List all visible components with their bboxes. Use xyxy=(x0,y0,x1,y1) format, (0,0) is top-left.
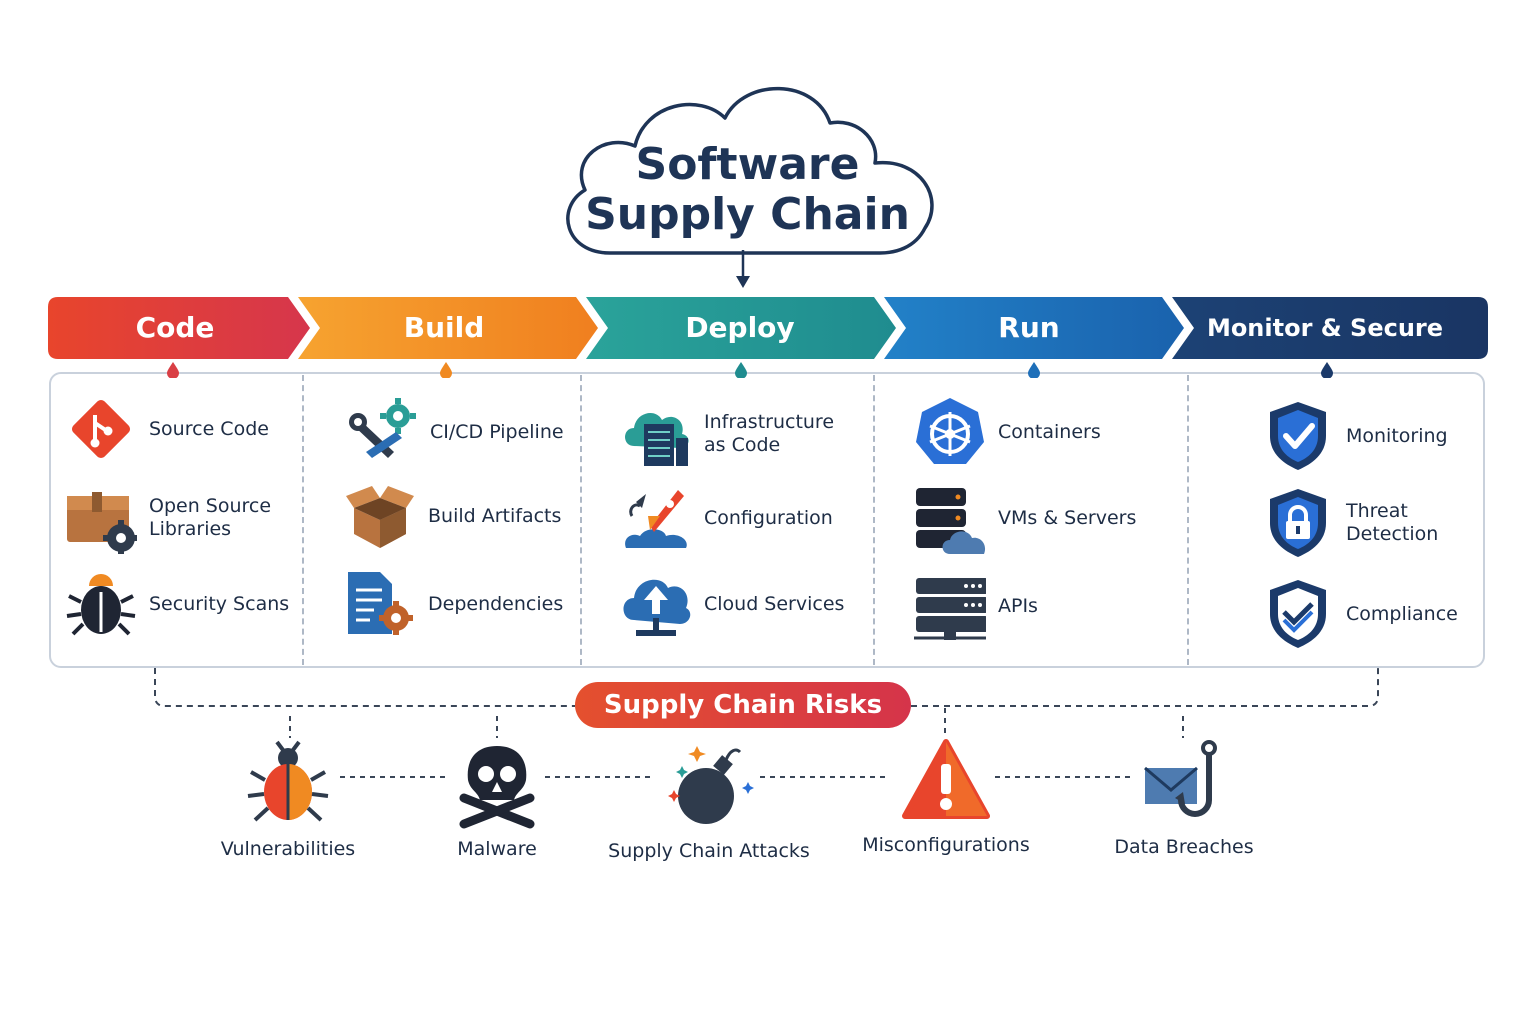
warning-triangle-icon xyxy=(902,739,990,819)
item-source-code: Source Code xyxy=(65,393,269,465)
item-threat-detection: Threat Detection xyxy=(1262,487,1456,559)
stage-code-chevron xyxy=(48,297,310,359)
column-divider xyxy=(1187,375,1189,665)
open-box-icon xyxy=(346,486,414,548)
bug-scan-icon xyxy=(66,574,136,636)
item-label: Infrastructure as Code xyxy=(704,411,835,456)
stage-monitor-label: Monitor & Secure xyxy=(1206,314,1444,342)
rocket-launch-icon xyxy=(625,490,687,548)
item-label: Compliance xyxy=(1346,602,1458,625)
stage-build-label: Build xyxy=(403,311,485,344)
title-line-2: Supply Chain xyxy=(585,189,910,240)
item-monitoring: Monitoring xyxy=(1262,400,1448,472)
risk-connector-lines xyxy=(154,668,1379,778)
cloud-upload-icon xyxy=(623,579,691,636)
item-label: Open Source Libraries xyxy=(149,495,272,540)
risk-label: Misconfigurations xyxy=(862,834,1030,856)
risk-label: Vulnerabilities xyxy=(220,838,356,860)
drop-marker-icon xyxy=(167,362,179,378)
column-divider xyxy=(302,375,304,665)
drop-marker-icon xyxy=(735,362,747,378)
column-divider xyxy=(873,375,875,665)
stage-deploy-label: Deploy xyxy=(685,311,795,344)
item-label: Dependencies xyxy=(428,592,564,615)
risk-malware: Malware xyxy=(387,740,607,860)
item-compliance: Compliance xyxy=(1262,578,1458,650)
drop-marker-icon xyxy=(1028,362,1040,378)
item-label: Cloud Services xyxy=(704,592,845,615)
risk-data-breaches: Data Breaches xyxy=(1074,738,1294,858)
item-label: APIs xyxy=(998,594,1038,617)
skull-crossbones-icon xyxy=(459,746,535,829)
item-label: Build Artifacts xyxy=(428,504,562,527)
cloud-server-icon xyxy=(625,413,689,466)
git-diamond-icon xyxy=(71,399,131,459)
phishing-hook-icon xyxy=(1144,740,1217,817)
supply-chain-risks-badge: Supply Chain Risks xyxy=(575,682,911,728)
item-open-source-libraries: Open Source Libraries xyxy=(65,482,299,554)
title-line-1: Software xyxy=(635,139,860,190)
item-label: Configuration xyxy=(704,506,833,529)
risk-supply-chain-attacks: Supply Chain Attacks xyxy=(599,742,819,862)
item-build-artifacts: Build Artifacts xyxy=(344,480,561,552)
item-label: VMs & Servers xyxy=(998,506,1137,529)
item-vms-servers: VMs & Servers xyxy=(914,482,1136,554)
item-label: Threat Detection xyxy=(1346,500,1439,545)
wrench-gear-icon xyxy=(349,398,416,458)
package-gear-icon xyxy=(67,492,137,554)
item-cloud-services: Cloud Services xyxy=(620,568,844,640)
stage-run-label: Run xyxy=(998,311,1060,344)
item-security-scans: Security Scans xyxy=(65,568,289,640)
item-label: Containers xyxy=(998,420,1101,443)
server-rack-icon xyxy=(914,578,986,640)
stage-deploy-chevron xyxy=(586,297,896,359)
title-cloud-shape xyxy=(566,86,934,255)
item-label: Monitoring xyxy=(1346,424,1448,447)
item-apis: APIs xyxy=(914,570,1038,642)
item-dependencies: Dependencies xyxy=(344,568,563,640)
drop-marker-icon xyxy=(440,362,452,378)
stage-run-chevron xyxy=(884,297,1184,359)
bomb-icon xyxy=(668,746,754,824)
database-cloud-icon xyxy=(916,488,986,554)
item-configuration: Configuration xyxy=(620,482,833,554)
item-label: CI/CD Pipeline xyxy=(430,420,564,443)
risk-label: Data Breaches xyxy=(1114,836,1254,858)
risk-misconfigurations: Misconfigurations xyxy=(836,736,1056,856)
risk-label: Malware xyxy=(457,838,537,860)
risk-vulnerabilities: Vulnerabilities xyxy=(178,740,398,860)
item-cicd-pipeline: CI/CD Pipeline xyxy=(346,396,564,468)
stage-banner xyxy=(48,297,1488,359)
risk-label: Supply Chain Attacks xyxy=(608,840,810,862)
drop-marker-icon xyxy=(1321,362,1333,378)
item-label: Security Scans xyxy=(149,592,290,615)
stage-monitor-chevron xyxy=(1172,297,1488,359)
shield-lock-icon xyxy=(1270,489,1326,557)
diagram-title: Software Supply Chain xyxy=(550,140,945,240)
shield-double-check-icon xyxy=(1270,580,1326,648)
document-gear-icon xyxy=(348,572,413,635)
item-containers: Containers xyxy=(914,396,1101,468)
title-down-arrow xyxy=(736,250,750,288)
stage-code-label: Code xyxy=(135,311,215,344)
item-label: Source Code xyxy=(149,417,269,440)
shield-check-icon xyxy=(1270,402,1326,470)
column-divider xyxy=(580,375,582,665)
stage-items-panel xyxy=(49,372,1485,668)
stage-build-chevron xyxy=(298,297,598,359)
item-infrastructure-as-code: Infrastructure as Code xyxy=(620,398,839,470)
kubernetes-icon xyxy=(916,398,984,464)
bug-icon xyxy=(247,740,329,822)
